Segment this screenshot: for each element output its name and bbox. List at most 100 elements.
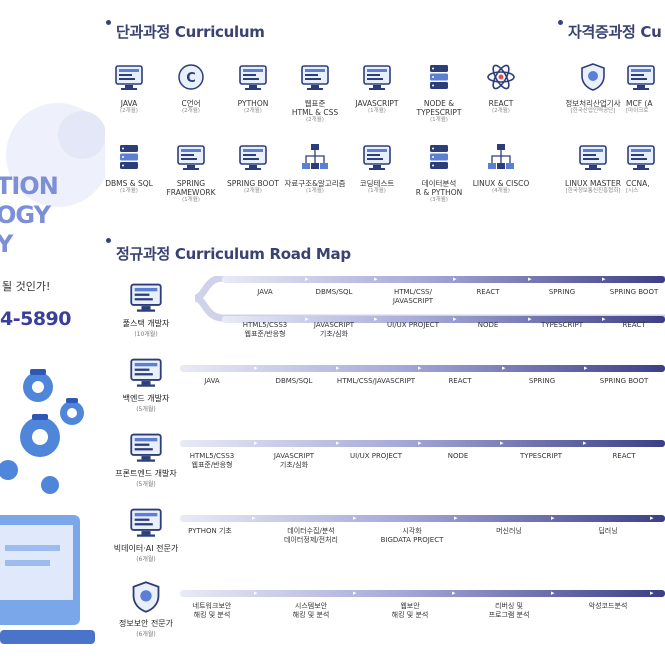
roadmap-bar: ▸▸▸▸▸ bbox=[180, 514, 665, 522]
java-icon bbox=[115, 65, 143, 90]
chevron-right-icon: ▸ bbox=[336, 439, 340, 447]
chevron-right-icon: ▸ bbox=[602, 275, 606, 283]
course-item[interactable]: 코딩테스트(1개월) bbox=[346, 142, 408, 195]
certificate-name: CCNA, bbox=[626, 179, 650, 188]
chevron-right-icon: ▸ bbox=[452, 589, 456, 597]
roadmap-step: REACT bbox=[476, 288, 500, 296]
chevron-right-icon: ▸ bbox=[374, 315, 378, 323]
roadmap-role[interactable]: 빅데이터·AI 전문가(6개월) bbox=[112, 505, 180, 563]
course-item[interactable]: SPRING BOOT(2개월) bbox=[222, 142, 284, 195]
chevron-right-icon: ▸ bbox=[584, 364, 588, 372]
course-name: C언어 bbox=[181, 99, 201, 108]
roadmap-step: TYPESCRIPT bbox=[541, 321, 583, 329]
certificate-name: 정보처리산업기사 bbox=[565, 99, 621, 108]
roadmap-step: 악성코드분석 bbox=[588, 602, 628, 610]
algorithm-icon bbox=[302, 144, 328, 169]
javascript-icon bbox=[363, 65, 391, 90]
course-name: SPRING BOOT bbox=[227, 179, 279, 188]
course-duration: (2개월) bbox=[492, 108, 510, 114]
banner-tagline: 될 것인가! bbox=[2, 280, 51, 293]
certificate-item[interactable]: MCF (A[마이크로 bbox=[626, 62, 665, 115]
bigdata-ai-icon bbox=[130, 508, 162, 537]
security-icon bbox=[132, 581, 160, 613]
left-banner: TION OGY Y 될 것인가! 4-5890 bbox=[0, 60, 105, 660]
chevron-right-icon: ▸ bbox=[353, 589, 357, 597]
roadmap-step: UI/UX PROJECT bbox=[350, 452, 402, 460]
course-name: DBMS & SQL bbox=[105, 179, 153, 188]
chevron-right-icon: ▸ bbox=[650, 589, 654, 597]
course-item[interactable]: LINUX & CISCO(4개월) bbox=[470, 142, 532, 195]
course-duration: (2개월) bbox=[306, 117, 324, 123]
roadmap-step: DBMS/SQL bbox=[315, 288, 353, 296]
react-icon bbox=[487, 64, 515, 90]
data-analysis-icon bbox=[430, 145, 448, 169]
roadmap-bar: ▸▸▸▸▸▸ bbox=[180, 364, 665, 372]
section-dot bbox=[106, 20, 111, 25]
role-duration: (5개월) bbox=[136, 481, 156, 488]
roadmap-bar: ▸▸▸▸▸▸ bbox=[180, 439, 665, 447]
chevron-right-icon: ▸ bbox=[254, 589, 258, 597]
certificate-issuer: [한국산업인력공단] bbox=[570, 108, 616, 114]
certificate-issuer: [한국정보통신진흥협회] bbox=[565, 188, 621, 194]
c-language-icon: C bbox=[178, 64, 204, 90]
course-duration: (2개월) bbox=[182, 108, 200, 114]
course-duration: (1개월) bbox=[430, 117, 448, 123]
roadmap-role[interactable]: 정보보안 전문가(6개월) bbox=[112, 580, 180, 638]
chevron-right-icon: ▸ bbox=[551, 589, 555, 597]
linux-master-icon bbox=[579, 145, 607, 170]
role-duration: (5개월) bbox=[136, 406, 156, 413]
python-icon bbox=[239, 65, 267, 90]
roadmap-step: JAVA bbox=[257, 288, 273, 296]
roadmap-step: JAVA bbox=[204, 377, 220, 385]
course-name: 코딩테스트 bbox=[359, 179, 395, 188]
gears-laptop-illustration-icon bbox=[0, 369, 95, 644]
role-name: 빅데이터·AI 전문가 bbox=[113, 544, 179, 553]
course-item[interactable]: 자료구조&알고리즘(1개월) bbox=[284, 142, 346, 195]
roadmap-step: REACT bbox=[448, 377, 472, 385]
chevron-right-icon: ▸ bbox=[305, 275, 309, 283]
course-item[interactable]: JAVA(2개월) bbox=[98, 62, 160, 115]
chevron-right-icon: ▸ bbox=[254, 439, 258, 447]
spring-boot-icon bbox=[239, 145, 267, 170]
certificate-name: LINUX MASTER bbox=[565, 179, 621, 188]
roadmap-role[interactable]: 백엔드 개발자(5개월) bbox=[112, 355, 180, 413]
chevron-right-icon: ▸ bbox=[418, 364, 422, 372]
course-name: JAVA bbox=[120, 99, 138, 108]
roadmap-step: SPRING bbox=[528, 377, 556, 385]
course-item[interactable]: C C언어(2개월) bbox=[160, 62, 222, 115]
roadmap-step: SPRING bbox=[548, 288, 576, 296]
course-item[interactable]: DBMS & SQL(1개월) bbox=[98, 142, 160, 195]
certificate-item[interactable]: LINUX MASTER[한국정보통신진흥협회] bbox=[562, 142, 624, 195]
roadmap-role[interactable]: 프론트엔드 개발자(5개월) bbox=[112, 430, 180, 488]
course-name: JAVASCRIPT bbox=[355, 99, 399, 108]
roadmap-step: PYTHON 기초 bbox=[188, 527, 232, 535]
certificate-item[interactable]: 정보처리산업기사[한국산업인력공단] bbox=[562, 62, 624, 115]
course-item[interactable]: PYTHON(2개월) bbox=[222, 62, 284, 115]
course-item[interactable]: NODE &TYPESCRIPT(1개월) bbox=[408, 62, 470, 124]
certificate-item[interactable]: CCNA,[시스 bbox=[626, 142, 665, 195]
html-css-icon bbox=[301, 65, 329, 90]
section-dot bbox=[558, 20, 563, 25]
banner-word-3: Y bbox=[0, 230, 13, 258]
course-item[interactable]: REACT(2개월) bbox=[470, 62, 532, 115]
chevron-right-icon: ▸ bbox=[453, 275, 457, 283]
chevron-right-icon: ▸ bbox=[502, 364, 506, 372]
fullstack-bottom-bar: ▸▸▸▸▸▸ bbox=[222, 315, 665, 323]
course-item[interactable]: JAVASCRIPT(1개월) bbox=[346, 62, 408, 115]
gear-background-icon bbox=[6, 103, 105, 207]
roadmap-role[interactable]: 풀스택 개발자(10개월) bbox=[112, 280, 180, 338]
coding-test-icon bbox=[363, 145, 391, 170]
chevron-right-icon: ▸ bbox=[454, 514, 458, 522]
roadmap-step: REACT bbox=[612, 452, 636, 460]
chevron-right-icon: ▸ bbox=[500, 439, 504, 447]
